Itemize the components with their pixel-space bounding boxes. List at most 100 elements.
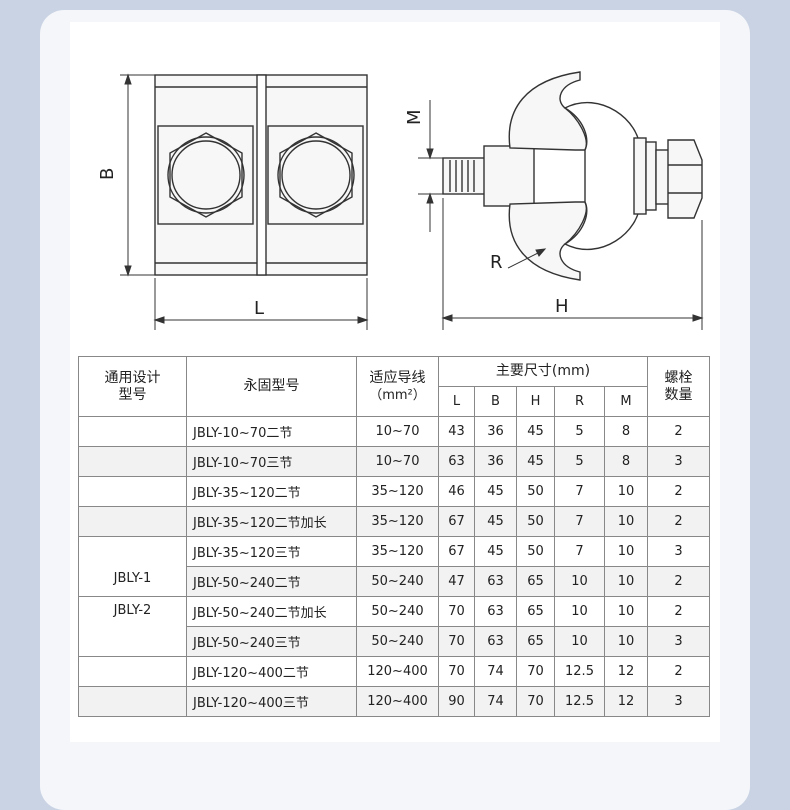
cell-l: 47 [438, 566, 475, 597]
cell-r: 12.5 [554, 656, 605, 687]
cell-m: 10 [604, 626, 648, 657]
col-header-h: H [516, 386, 555, 417]
cell-bolts: 2 [647, 656, 710, 687]
cell-wire: 35~120 [356, 506, 439, 537]
cell-b: 63 [474, 626, 517, 657]
header-bolt-count: 螺栓 数量 [647, 356, 710, 417]
washer [633, 137, 647, 215]
header-permanent-model: 永固型号 [186, 356, 357, 417]
cell-bolts: 2 [647, 416, 710, 447]
col-header-r: R [554, 386, 605, 417]
cell-b: 45 [474, 536, 517, 567]
cell-m: 10 [604, 566, 648, 597]
cell-r: 7 [554, 536, 605, 567]
cell-r: 10 [554, 626, 605, 657]
cell-m: 10 [604, 506, 648, 537]
design-model-cell [78, 656, 187, 687]
design-model-group: JBLY-1 [78, 536, 187, 597]
cell-b: 63 [474, 566, 517, 597]
cell-bolts: 3 [647, 686, 710, 717]
cell-wire: 120~400 [356, 656, 439, 687]
technical-drawing: B L M [97, 71, 704, 330]
cell-m: 12 [604, 686, 648, 717]
lower-jaw [508, 201, 587, 281]
cell-bolts: 2 [647, 506, 710, 537]
upper-jaw [508, 71, 587, 151]
cell-h: 70 [516, 686, 555, 717]
cell-wire: 35~120 [356, 536, 439, 567]
right-nut-seat [267, 125, 364, 225]
cell-h: 50 [516, 536, 555, 567]
cell-bolts: 3 [647, 626, 710, 657]
cell-model: JBLY-35~120二节 [186, 476, 357, 507]
cell-m: 10 [604, 536, 648, 567]
cell-h: 65 [516, 566, 555, 597]
cell-h: 50 [516, 476, 555, 507]
cell-model: JBLY-50~240三节 [186, 626, 357, 657]
cell-bolts: 2 [647, 566, 710, 597]
cell-model: JBLY-50~240二节加长 [186, 596, 357, 627]
cell-l: 63 [438, 446, 475, 477]
cell-l: 70 [438, 596, 475, 627]
cell-b: 45 [474, 506, 517, 537]
cell-model: JBLY-120~400二节 [186, 656, 357, 687]
design-model-group: JBLY-2 [78, 596, 187, 657]
cell-bolts: 2 [647, 596, 710, 627]
header-main-dims: 主要尺寸(mm) [438, 356, 648, 387]
header-wire: 适应导线（mm²） [356, 356, 439, 417]
design-model-cell [78, 686, 187, 717]
cell-wire: 10~70 [356, 416, 439, 447]
cell-b: 45 [474, 476, 517, 507]
cell-m: 10 [604, 476, 648, 507]
cell-m: 8 [604, 446, 648, 477]
cell-r: 10 [554, 566, 605, 597]
col-header-l: L [438, 386, 475, 417]
cell-l: 67 [438, 536, 475, 567]
side-hex-nut [667, 139, 703, 219]
cell-h: 65 [516, 596, 555, 627]
cell-wire: 50~240 [356, 596, 439, 627]
cell-b: 74 [474, 656, 517, 687]
header-design-model: 通用设计 型号 [78, 356, 187, 417]
cell-r: 5 [554, 416, 605, 447]
left-nut-seat [157, 125, 254, 225]
cell-l: 70 [438, 656, 475, 687]
cell-l: 90 [438, 686, 475, 717]
dim-label-m: M [404, 109, 425, 125]
cell-model: JBLY-35~120二节加长 [186, 506, 357, 537]
cell-l: 46 [438, 476, 475, 507]
cell-r: 7 [554, 506, 605, 537]
dim-label-b: B [97, 168, 118, 180]
cell-l: 67 [438, 506, 475, 537]
cell-model: JBLY-35~120三节 [186, 536, 357, 567]
cell-m: 12 [604, 656, 648, 687]
design-model-cell [78, 506, 187, 537]
spec-table: 通用设计 型号 永固型号 适应导线（mm²） 主要尺寸(mm) 螺栓 数量 L … [78, 356, 710, 717]
cell-m: 8 [604, 416, 648, 447]
cell-r: 12.5 [554, 686, 605, 717]
cell-wire: 10~70 [356, 446, 439, 477]
cell-l: 70 [438, 626, 475, 657]
cell-bolts: 3 [647, 446, 710, 477]
cell-h: 45 [516, 416, 555, 447]
cell-b: 63 [474, 596, 517, 627]
design-model-cell [78, 446, 187, 477]
col-header-b: B [474, 386, 517, 417]
cell-model: JBLY-10~70三节 [186, 446, 357, 477]
cell-r: 7 [554, 476, 605, 507]
col-header-m: M [604, 386, 648, 417]
cell-m: 10 [604, 596, 648, 627]
design-model-cell [78, 476, 187, 507]
cell-wire: 50~240 [356, 566, 439, 597]
cell-b: 74 [474, 686, 517, 717]
dim-label-r: R [490, 252, 503, 273]
dim-label-h: H [555, 296, 569, 317]
cell-h: 50 [516, 506, 555, 537]
cell-r: 5 [554, 446, 605, 477]
